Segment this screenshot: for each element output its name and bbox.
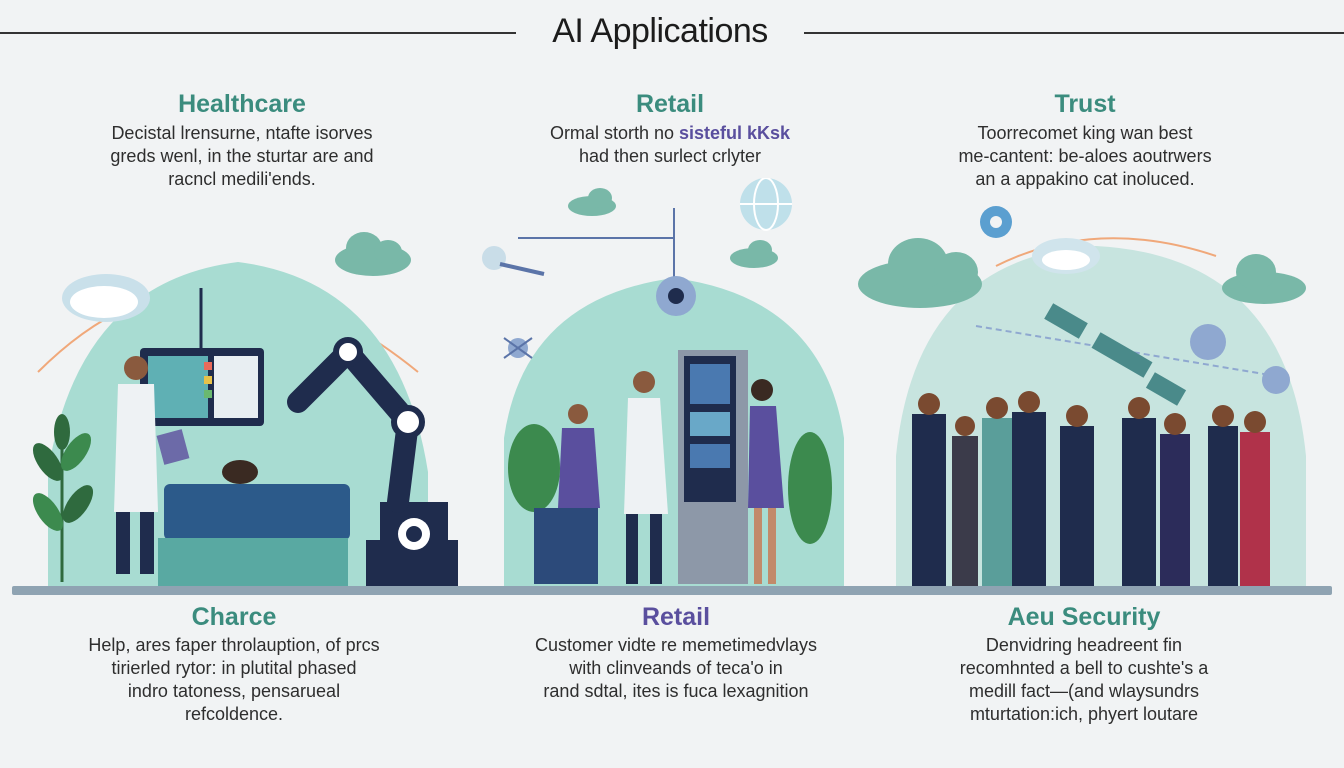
cloud-icon	[1222, 254, 1306, 304]
retail-line-1: Ormal storth no sisteful kKsk	[460, 122, 880, 145]
retail-bottom-line-1: Customer vidte re memetimedvlays	[534, 635, 818, 655]
charce-line-3: indro tatoness, pensarueal	[127, 681, 341, 701]
trust-line-3: an a appakino cat inoluced.	[975, 169, 1195, 189]
charce-line-2: tirierled rytor: in plutital phased	[111, 658, 357, 678]
trust-text: Toorrecomet king wan best me-cantent: be…	[875, 122, 1295, 191]
healthcare-heading: Healthcare	[178, 90, 306, 118]
retail-illustration	[464, 178, 884, 592]
drone-icon	[482, 208, 675, 359]
cloud-icon	[730, 240, 778, 268]
retail-text-top: Ormal storth no sisteful kKsk had then s…	[460, 122, 880, 168]
monitor-icon	[140, 288, 264, 426]
cloud-icon	[858, 238, 982, 308]
charce-line-4: refcoldence.	[184, 704, 284, 724]
healthcare-line-2: greds wenl, in the sturtar are and	[110, 146, 374, 166]
retail-bottom-line-2: with clinveands of teca'o in	[569, 658, 783, 678]
retail-heading-top: Retail	[635, 90, 705, 118]
arc-decoration	[995, 237, 1217, 267]
globe-icon	[740, 178, 792, 231]
trust-line-2: me-cantent: be-aloes aoutrwers	[958, 146, 1212, 166]
healthcare-line-1: Decistal lrensurne, ntafte isorves	[111, 123, 373, 143]
security-line-3: medill fact—(and wlaysundrs	[968, 681, 1200, 701]
kiosk-icon	[678, 350, 748, 584]
doctor-icon	[114, 356, 190, 574]
trust-line-1: Toorrecomet king wan best	[977, 123, 1193, 143]
camera-icon	[656, 276, 696, 316]
trust-illustration	[856, 196, 1326, 592]
plant-icon	[32, 414, 94, 582]
patient-bed-icon	[158, 460, 350, 586]
trust-heading: Trust	[1054, 90, 1116, 118]
retail-line-1-text: Ormal storth no	[549, 123, 679, 143]
charce-text: Help, ares faper throlauption, of prcs t…	[24, 634, 444, 726]
retail-line-2: had then surlect crlyter	[578, 146, 762, 166]
retail-heading-bottom: Retail	[641, 603, 711, 631]
lamp-icon	[62, 274, 150, 322]
crowd-icon	[912, 391, 1270, 586]
healthcare-line-3: racncl medili'ends.	[168, 169, 316, 189]
security-text: Denvidring headreent fin recomhnted a be…	[874, 634, 1294, 726]
charce-heading: Charce	[191, 603, 277, 631]
security-line-4: mturtation:ich, phyert loutare	[969, 704, 1199, 724]
charce-line-1: Help, ares faper throlauption, of prcs	[88, 635, 380, 655]
retail-line-1-highlight: sisteful kKsk	[678, 123, 791, 143]
page-title: AI Applications	[552, 12, 768, 50]
satellite-icon	[975, 303, 1290, 406]
lamp-icon	[1032, 238, 1100, 274]
security-heading: Aeu Security	[1007, 603, 1161, 631]
healthcare-text: Decistal lrensurne, ntafte isorves greds…	[32, 122, 452, 191]
cloud-icon	[335, 232, 411, 276]
title-rule-right	[804, 32, 1344, 34]
security-line-2: recomhnted a bell to cushte's a	[959, 658, 1209, 678]
title-bar: AI Applications	[0, 6, 1344, 50]
retail-bottom-line-3: rand sdtal, ites is fuca lexagnition	[543, 681, 809, 701]
cloud-icon	[568, 188, 616, 216]
plant-icon	[508, 424, 832, 584]
robot-arm-icon	[287, 337, 458, 586]
shopper-icon	[558, 371, 784, 584]
retail-text-bottom: Customer vidte re memetimedvlays with cl…	[466, 634, 886, 703]
title-rule-left	[0, 32, 516, 34]
healthcare-illustration	[18, 222, 458, 592]
security-line-1: Denvidring headreent fin	[985, 635, 1183, 655]
ground-line	[12, 586, 1332, 595]
gear-icon	[980, 206, 1012, 238]
